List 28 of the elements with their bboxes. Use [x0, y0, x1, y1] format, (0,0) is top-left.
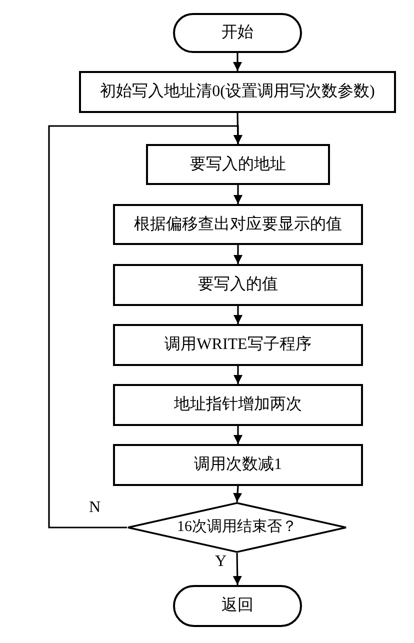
arrow — [234, 185, 242, 204]
terminal-label: 返回 — [222, 598, 254, 614]
process-box — [113, 384, 363, 426]
terminal-label: 开始 — [222, 25, 254, 41]
process-box — [113, 444, 363, 486]
process-box — [113, 264, 363, 306]
process-box — [146, 144, 330, 185]
edge-label: Y — [215, 554, 227, 570]
step-label: 地址指针增加两次 — [174, 397, 302, 413]
arrow — [234, 245, 242, 264]
step-label: 要写入的地址 — [190, 156, 286, 172]
step-label: 调用次数减1 — [194, 457, 282, 473]
arrow — [48, 125, 242, 528]
arrow — [232, 552, 242, 586]
arrow — [234, 366, 242, 384]
step-label: 根据偏移查出对应要显示的值 — [134, 216, 342, 232]
process-box — [113, 324, 363, 366]
arrow — [234, 306, 242, 324]
arrow — [233, 486, 242, 502]
arrow — [234, 426, 242, 444]
step-label: 调用WRITE写子程序 — [164, 337, 312, 353]
step-label: 初始写入地址清0(设置调用写次数参数) — [100, 84, 375, 100]
step-label: 要写入的值 — [198, 277, 278, 293]
edge-label: N — [89, 500, 101, 516]
process-box — [113, 204, 363, 245]
arrow — [233, 53, 242, 71]
decision-label: 16次调用结束否？ — [177, 520, 297, 535]
process-box — [79, 71, 396, 113]
